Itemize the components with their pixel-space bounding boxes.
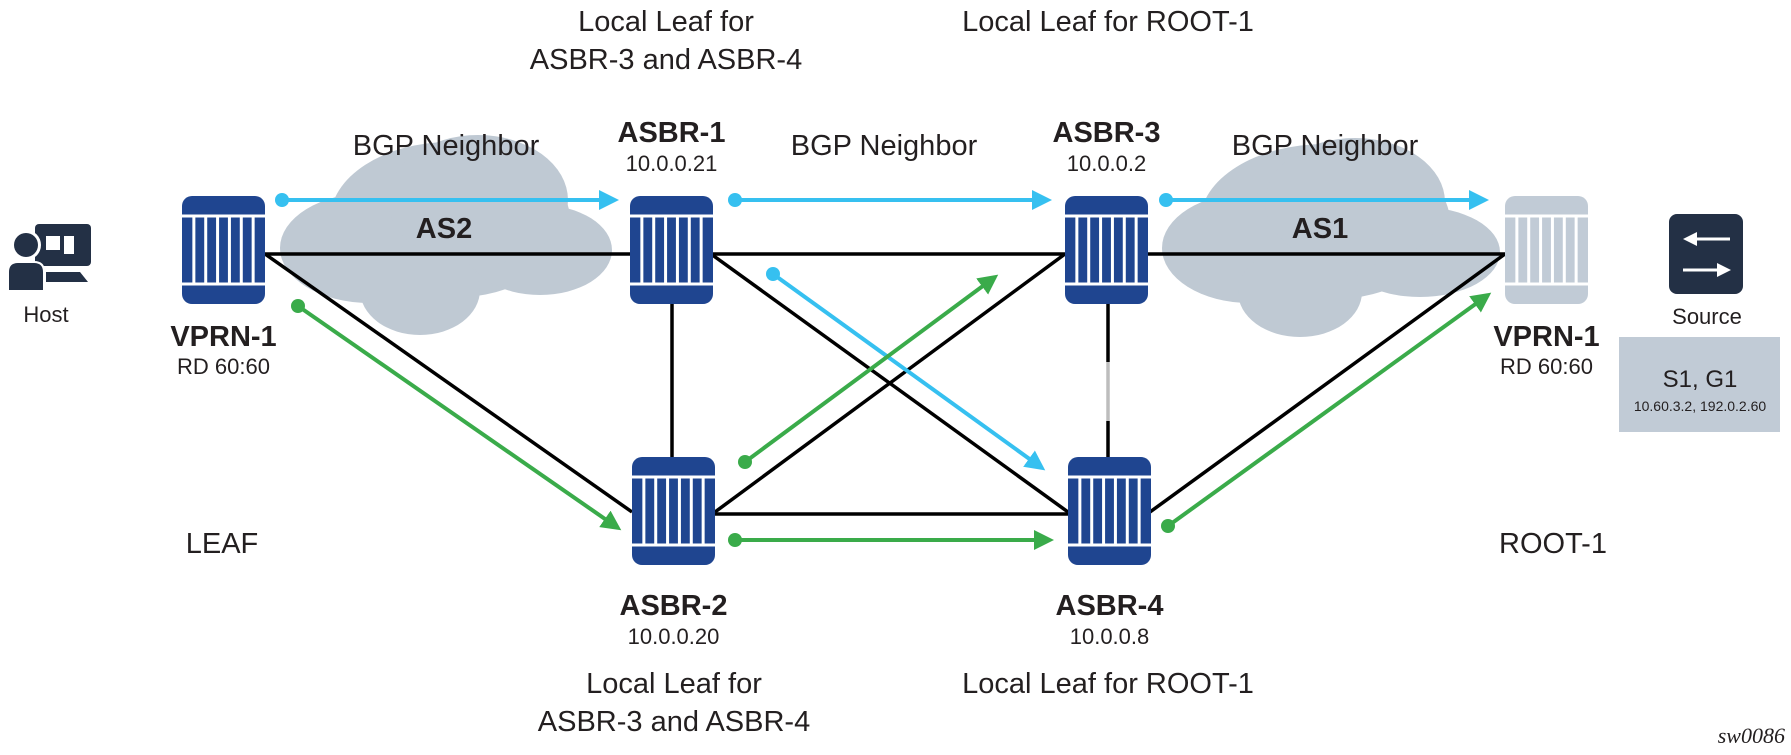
bgp-arrow-asbr3-vprn-right bbox=[1159, 190, 1489, 210]
source-group-title: S1, G1 bbox=[1663, 366, 1738, 393]
bgp-neighbor-label: BGP Neighbor bbox=[791, 130, 978, 162]
router-icon bbox=[630, 196, 713, 304]
router-icon bbox=[1505, 196, 1588, 304]
router-vprn-right[interactable]: VPRN-1RD 60:60 bbox=[1493, 196, 1600, 379]
routers: VPRN-1RD 60:60ASBR-110.0.0.21ASBR-310.0.… bbox=[170, 117, 1599, 649]
bgp-flows bbox=[275, 190, 1489, 471]
cloud-label-as1: AS1 bbox=[1292, 213, 1348, 245]
router-asbr3[interactable]: ASBR-310.0.0.2 bbox=[1053, 117, 1161, 304]
mcast-arrow-vprn-left-asbr2 bbox=[291, 299, 622, 531]
bgp-neighbor-label: BGP Neighbor bbox=[1232, 130, 1419, 162]
router-icon bbox=[632, 457, 715, 565]
annotation-top-right: Local Leaf for ROOT-1 bbox=[962, 6, 1254, 38]
switch-arrows-icon bbox=[1669, 214, 1743, 294]
link-vprn-left-asbr2 bbox=[263, 252, 634, 514]
router-name: ASBR-4 bbox=[1056, 590, 1164, 622]
router-detail: 10.0.0.8 bbox=[1070, 624, 1150, 649]
host[interactable]: Host bbox=[7, 224, 91, 327]
bgp-arrow-asbr1-asbr3 bbox=[728, 190, 1052, 210]
bgp-arrow-vprn-left-asbr1 bbox=[275, 190, 619, 210]
source[interactable]: Source bbox=[1669, 214, 1743, 329]
router-detail: 10.0.0.21 bbox=[626, 151, 718, 176]
router-vprn-left[interactable]: VPRN-1RD 60:60 bbox=[170, 196, 277, 379]
router-detail: RD 60:60 bbox=[177, 354, 270, 379]
link-asbr2-asbr3 bbox=[713, 252, 1067, 514]
mcast-arrow-asbr2-asbr4 bbox=[728, 530, 1054, 550]
annotation-top-left-2: ASBR-3 and ASBR-4 bbox=[530, 44, 802, 76]
router-icon bbox=[182, 196, 265, 304]
source-label: Source bbox=[1672, 304, 1742, 329]
mcast-flows bbox=[291, 274, 1492, 550]
source-box-bg bbox=[1619, 337, 1780, 432]
cloud-as1: AS1 bbox=[1162, 138, 1500, 337]
mcast-arrow-asbr2-asbr3 bbox=[738, 274, 999, 469]
router-asbr4[interactable]: ASBR-410.0.0.8 bbox=[1056, 457, 1164, 649]
figure-reference: sw0086 bbox=[1718, 723, 1785, 748]
annotation-bottom-right: Local Leaf for ROOT-1 bbox=[962, 668, 1254, 700]
links bbox=[263, 252, 1507, 516]
link-asbr4-vprn-right bbox=[1148, 252, 1507, 514]
host-computer-icon bbox=[7, 224, 91, 292]
router-icon bbox=[1068, 457, 1151, 565]
router-detail: RD 60:60 bbox=[1500, 354, 1593, 379]
host-label: Host bbox=[23, 302, 68, 327]
router-asbr1[interactable]: ASBR-110.0.0.21 bbox=[618, 117, 726, 304]
cloud-label-as2: AS2 bbox=[416, 213, 472, 245]
router-name: VPRN-1 bbox=[1493, 321, 1599, 353]
mcast-arrow-asbr4-vprn-right bbox=[1161, 292, 1492, 533]
router-name: ASBR-3 bbox=[1053, 117, 1161, 149]
bgp-neighbor-label: BGP Neighbor bbox=[353, 130, 540, 162]
router-detail: 10.0.0.20 bbox=[628, 624, 720, 649]
role-leaf: LEAF bbox=[186, 528, 259, 560]
router-name: ASBR-2 bbox=[620, 590, 728, 622]
source-group-detail: 10.60.3.2, 192.0.2.60 bbox=[1634, 398, 1767, 414]
arrows-glyph bbox=[1683, 232, 1731, 277]
annotation-bottom-left-2: ASBR-3 and ASBR-4 bbox=[538, 706, 810, 738]
router-icon bbox=[1065, 196, 1148, 304]
bgp-arrow-asbr1-asbr4 bbox=[766, 267, 1046, 471]
source-group-box: S1, G1 10.60.3.2, 192.0.2.60 bbox=[1619, 337, 1780, 432]
router-name: ASBR-1 bbox=[618, 117, 726, 149]
router-detail: 10.0.0.2 bbox=[1067, 151, 1147, 176]
annotation-top-left-1: Local Leaf for bbox=[578, 6, 754, 38]
cloud-as2: AS2 bbox=[280, 135, 612, 335]
role-root: ROOT-1 bbox=[1499, 528, 1607, 560]
annotation-bottom-left-1: Local Leaf for bbox=[586, 668, 762, 700]
router-asbr2[interactable]: ASBR-210.0.0.20 bbox=[620, 457, 728, 649]
router-name: VPRN-1 bbox=[170, 321, 276, 353]
